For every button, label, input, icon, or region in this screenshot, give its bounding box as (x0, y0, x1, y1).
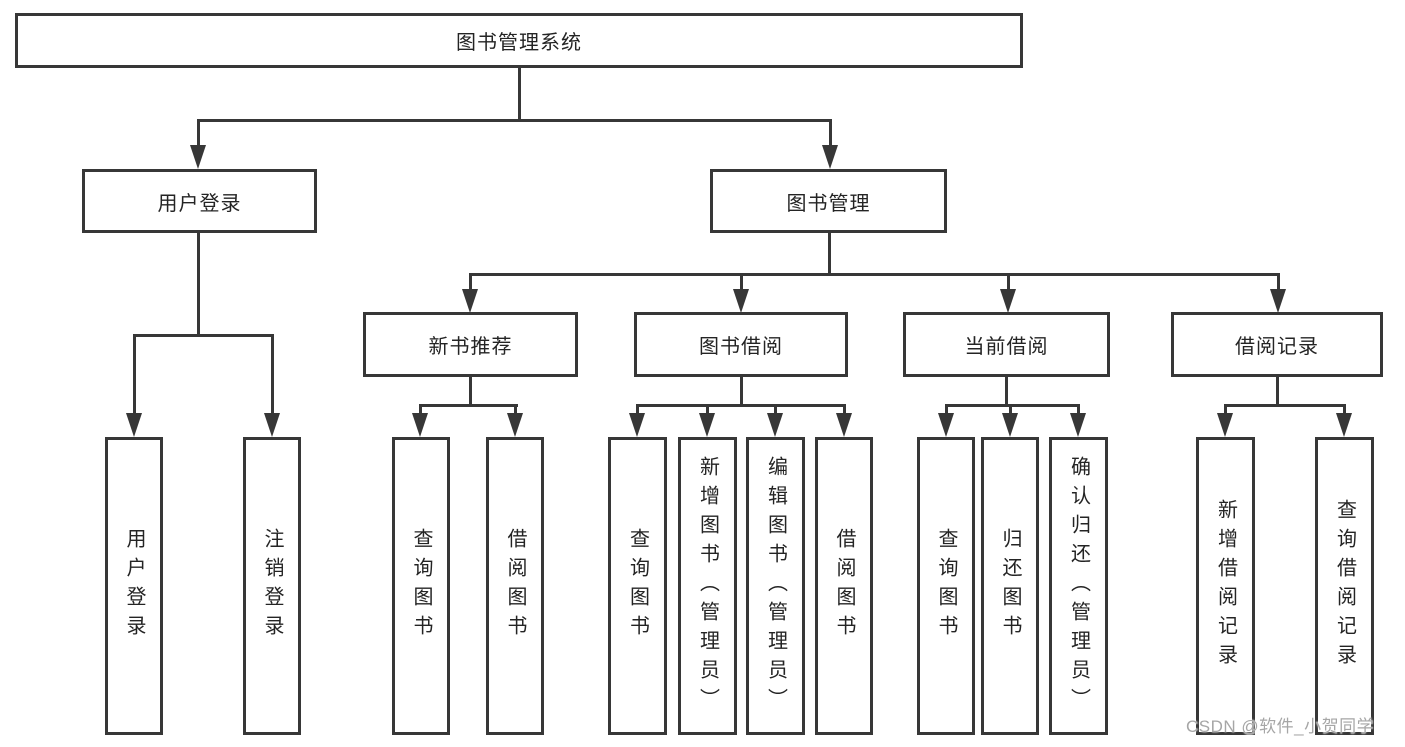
connector-nb-borrow-stub (514, 404, 517, 415)
node-new-book-recommend: 新书推荐 (363, 312, 578, 377)
node-borrow-records: 借阅记录 (1171, 312, 1383, 377)
arrowhead-records (1270, 289, 1286, 313)
connector-newbook-stem (469, 377, 472, 406)
leaf-borrow-query-books-label: 查询图书 (626, 528, 649, 644)
leaf-logout: 注销登录 (243, 437, 301, 735)
arrowhead-nb-borrow (507, 413, 523, 437)
arrowhead-book-mgmt (822, 145, 838, 169)
csdn-watermark: CSDN @软件_小贺同学 (1186, 717, 1375, 736)
leaf-borrow-borrow-books: 借阅图书 (815, 437, 873, 735)
connector-leaf-logout-stub (271, 334, 274, 414)
connector-newbook-rail (419, 404, 518, 407)
leaf-current-return-books: 归还图书 (981, 437, 1039, 735)
arrowhead-rec-query (1336, 413, 1352, 437)
leaf-logout-label: 注销登录 (261, 528, 283, 644)
arrowhead-user-login (190, 145, 206, 169)
arrowhead-current (1000, 289, 1016, 313)
leaf-borrow-edit-books-admin: 编辑图书（管理员） (746, 437, 805, 735)
connector-user-login-stem (197, 233, 200, 336)
connector-records-stub (1277, 273, 1280, 290)
node-root-label: 图书管理系统 (456, 32, 582, 54)
leaf-records-add-record-label: 新增借阅记录 (1214, 499, 1237, 673)
node-user-login: 用户登录 (82, 169, 317, 233)
connector-root-stem (518, 68, 521, 121)
node-root: 图书管理系统 (15, 13, 1023, 68)
leaf-records-query-record-label: 查询借阅记录 (1333, 499, 1356, 673)
leaf-current-query-books: 查询图书 (917, 437, 975, 735)
connector-root-rail (197, 119, 831, 122)
node-book-borrow-label: 图书借阅 (699, 336, 783, 358)
connector-nb-query-stub (419, 404, 422, 415)
connector-leaf-login-stub (133, 334, 136, 414)
leaf-current-confirm-return-admin-label: 确认归还（管理员） (1067, 455, 1090, 717)
leaf-current-return-books-label: 归还图书 (999, 528, 1021, 644)
arrowhead-cb-return (1002, 413, 1018, 437)
leaf-newbook-borrow-books-label: 借阅图书 (504, 528, 526, 644)
connector-bb-add-stub (706, 404, 709, 415)
connector-borrow-rail (636, 404, 846, 407)
arrowhead-leaf-login (126, 413, 142, 437)
leaf-borrow-query-books: 查询图书 (608, 437, 667, 735)
arrowhead-borrow (733, 289, 749, 313)
connector-book-mgmt-stem (828, 233, 831, 275)
leaf-borrow-borrow-books-label: 借阅图书 (833, 528, 855, 644)
arrowhead-bb-add (699, 413, 715, 437)
connector-bb-edit-stub (774, 404, 777, 415)
connector-records-stem (1276, 377, 1279, 406)
connector-cb-return-stub (1009, 404, 1012, 415)
leaf-borrow-add-books-admin: 新增图书（管理员） (678, 437, 737, 735)
leaf-records-add-record: 新增借阅记录 (1196, 437, 1255, 735)
connector-book-mgmt-rail (469, 273, 1280, 276)
leaf-newbook-query-books-label: 查询图书 (410, 528, 432, 644)
connector-current-rail (945, 404, 1080, 407)
leaf-current-confirm-return-admin: 确认归还（管理员） (1049, 437, 1108, 735)
connector-rec-query-stub (1343, 404, 1346, 415)
connector-book-mgmt-stub (829, 119, 832, 147)
arrowhead-newbook (462, 289, 478, 313)
arrowhead-cb-confirm (1070, 413, 1086, 437)
node-book-management: 图书管理 (710, 169, 947, 233)
connector-current-stub (1007, 273, 1010, 290)
connector-user-login-rail (133, 334, 274, 337)
connector-current-stem (1005, 377, 1008, 406)
connector-user-login-stub (197, 119, 200, 147)
connector-borrow-stub (740, 273, 743, 290)
arrowhead-nb-query (412, 413, 428, 437)
connector-newbook-stub (469, 273, 472, 290)
connector-records-rail (1224, 404, 1346, 407)
connector-bb-query-stub (636, 404, 639, 415)
node-user-login-label: 用户登录 (157, 192, 242, 215)
node-current-borrow: 当前借阅 (903, 312, 1110, 377)
node-borrow-records-label: 借阅记录 (1235, 336, 1319, 358)
arrowhead-bb-edit (767, 413, 783, 437)
connector-borrow-stem (740, 377, 743, 406)
node-current-borrow-label: 当前借阅 (964, 336, 1049, 358)
leaf-newbook-query-books: 查询图书 (392, 437, 450, 735)
node-new-book-recommend-label: 新书推荐 (428, 336, 513, 358)
leaf-current-query-books-label: 查询图书 (935, 528, 957, 644)
leaf-borrow-edit-books-admin-label: 编辑图书（管理员） (764, 455, 787, 717)
connector-cb-confirm-stub (1077, 404, 1080, 415)
arrowhead-cb-query (938, 413, 954, 437)
connector-bb-borrow-stub (843, 404, 846, 415)
node-book-borrow: 图书借阅 (634, 312, 848, 377)
arrowhead-bb-query (629, 413, 645, 437)
connector-rec-add-stub (1224, 404, 1227, 415)
node-book-management-label: 图书管理 (786, 192, 871, 215)
connector-cb-query-stub (945, 404, 948, 415)
leaf-records-query-record: 查询借阅记录 (1315, 437, 1374, 735)
leaf-user-login: 用户登录 (105, 437, 163, 735)
leaf-newbook-borrow-books: 借阅图书 (486, 437, 544, 735)
leaf-borrow-add-books-admin-label: 新增图书（管理员） (696, 455, 719, 717)
arrowhead-rec-add (1217, 413, 1233, 437)
arrowhead-leaf-logout (264, 413, 280, 437)
leaf-user-login-label: 用户登录 (123, 528, 145, 644)
arrowhead-bb-borrow (836, 413, 852, 437)
